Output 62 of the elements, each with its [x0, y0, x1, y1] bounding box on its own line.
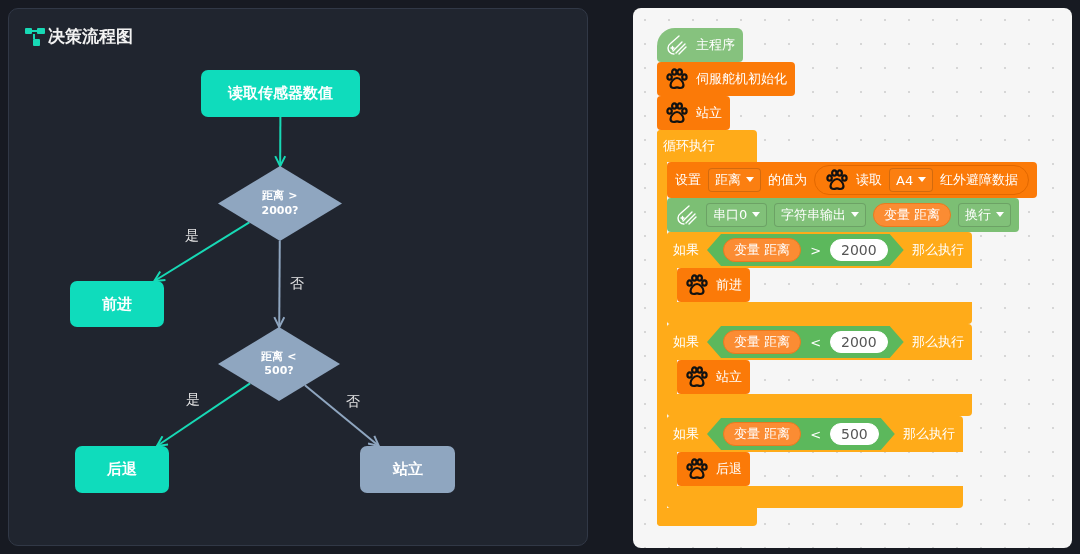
block-label: 前进 — [716, 276, 742, 294]
action-block — [657, 96, 730, 130]
serial-print-block — [667, 198, 1020, 232]
event-block — [657, 28, 743, 62]
action-block — [677, 360, 750, 394]
number-input: 2000 — [830, 239, 888, 261]
dropdown-select: A4 — [889, 168, 934, 192]
process-box — [75, 446, 169, 493]
block-label: 的值为 — [768, 171, 807, 189]
process-box — [360, 446, 455, 493]
block-label: 那么执行 — [911, 241, 964, 259]
block-label: 如果 — [673, 425, 699, 443]
block-label: 如果 — [673, 241, 699, 259]
process-box — [201, 70, 360, 117]
block-label: < — [810, 426, 822, 442]
if-block — [667, 324, 972, 416]
arrow — [274, 116, 287, 168]
variable-reporter: 变量 距离 — [723, 422, 802, 446]
block-label: 主程序 — [696, 36, 735, 54]
sensor-reporter — [814, 165, 1030, 195]
block-label: 循环执行 — [663, 137, 715, 155]
variable-reporter: 变量 距离 — [723, 330, 802, 354]
decision-diamond — [218, 327, 340, 401]
block-label: > — [810, 242, 822, 258]
decision-diamond — [218, 166, 342, 241]
block-label: 后退 — [716, 460, 742, 478]
arrow — [303, 384, 380, 447]
dropdown-select: 距离 — [708, 168, 761, 192]
variable-reporter: 变量 距离 — [873, 203, 952, 227]
process-label: 读取传感器数值 — [228, 84, 333, 103]
block-label: 伺服舵机初始化 — [696, 70, 787, 88]
set-variable-block — [667, 162, 1038, 198]
dropdown-select: 串口0 — [706, 203, 768, 227]
process-label: 站立 — [392, 460, 423, 479]
block-label: 站立 — [716, 368, 742, 386]
decision-text: 距离 < 500? — [260, 349, 298, 379]
number-input: 2000 — [830, 331, 888, 353]
action-block — [677, 452, 750, 486]
arrow — [155, 382, 252, 447]
if-block — [667, 416, 963, 508]
block-label: 设置 — [675, 171, 701, 189]
block-label: 站立 — [696, 104, 722, 122]
action-block — [657, 62, 795, 96]
process-box — [70, 281, 164, 327]
dropdown-select: 换行 — [958, 203, 1012, 227]
block-label: 那么执行 — [911, 333, 964, 351]
variable-reporter: 变量 距离 — [723, 238, 802, 262]
block-label: 红外避障数据 — [940, 171, 1019, 189]
action-block — [677, 268, 750, 302]
dropdown-select: 字符串输出 — [774, 203, 867, 227]
block-label: < — [810, 334, 822, 350]
if-block — [667, 232, 972, 324]
number-input: 500 — [830, 423, 879, 445]
process-label: 前进 — [102, 294, 132, 314]
block-label: 如果 — [673, 333, 699, 351]
block-label: 那么执行 — [902, 425, 955, 443]
diagram-title: 决策流程图 — [48, 25, 133, 48]
block-label: 读取 — [856, 171, 882, 189]
decision-text: 距离 > 2000? — [260, 189, 300, 218]
arrow — [153, 221, 251, 282]
arrow — [273, 239, 286, 329]
process-label: 后退 — [107, 460, 137, 479]
